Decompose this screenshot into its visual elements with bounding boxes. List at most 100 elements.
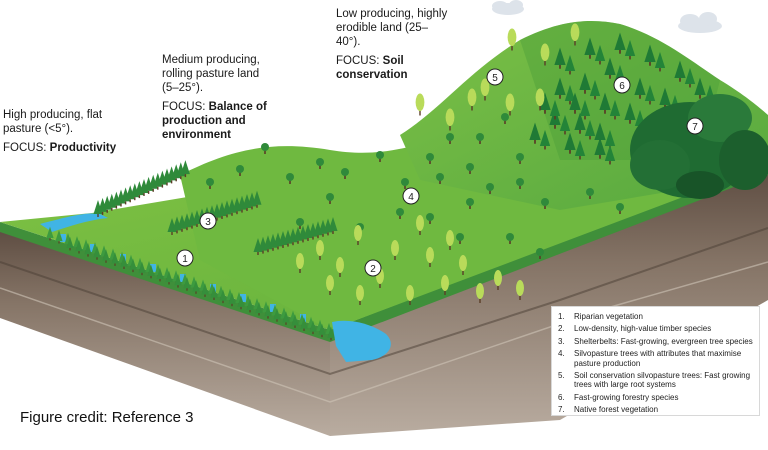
deciduous-tree-icon [261, 143, 269, 154]
conifer-tree-icon [129, 258, 137, 273]
deciduous-tree-icon [436, 173, 444, 184]
timber-tree-icon [415, 93, 425, 116]
conifer-tree-icon [559, 114, 571, 135]
deciduous-tree-icon [486, 183, 494, 194]
conifer-tree-icon [66, 236, 74, 251]
conifer-tree-icon [219, 289, 227, 304]
marker-4: 4 [402, 187, 420, 205]
native-forest [630, 94, 768, 199]
deciduous-tree-icon [206, 178, 214, 189]
timber-tree-icon [480, 78, 490, 101]
conifer-tree-icon [309, 320, 317, 335]
legend-item: 7.Native forest vegetation [558, 405, 659, 415]
conifer-tree-icon [604, 57, 616, 79]
deciduous-tree-icon [466, 163, 474, 174]
deciduous-tree-icon [446, 133, 454, 144]
conifer-tree-icon [93, 246, 101, 260]
conifer-tree-icon [102, 249, 110, 263]
conifer-tree-icon [183, 277, 191, 291]
soil-layer-line [0, 227, 768, 376]
timber-tree-icon [426, 247, 434, 267]
conifer-tree-icon [554, 47, 566, 69]
deciduous-tree-icon [286, 173, 294, 184]
conifer-tree-icon [589, 79, 601, 100]
deciduous-tree-icon [536, 248, 544, 259]
deciduous-tree-icon [376, 151, 384, 162]
svg-text:7: 7 [692, 122, 698, 133]
zone-title: Low producing, highly erodible land (25–… [336, 8, 448, 48]
timber-tree-icon [535, 88, 545, 111]
legend-list: 1.Riparian vegetation 2.Low-density, hig… [558, 312, 753, 415]
timber-tree-icon [441, 275, 449, 295]
timber-tree-icon [467, 88, 477, 111]
deciduous-tree-icon [466, 198, 474, 209]
conifer-tree-icon [569, 92, 581, 114]
conifer-tree-icon [84, 243, 92, 257]
conifer-tree-icon [579, 99, 591, 120]
zone-label-high: High producing, flat pasture (<5°). FOCU… [3, 108, 123, 155]
deciduous-tree-icon [516, 178, 524, 189]
deciduous-tree-icon [426, 153, 434, 164]
timber-tree-icon [296, 253, 304, 273]
conifer-tree-icon [624, 102, 636, 124]
deciduous-tree-icon [316, 158, 324, 169]
timber-tree-icon [459, 255, 467, 275]
conifer-tree-icon [165, 270, 173, 285]
timber-tree-icon [507, 28, 517, 51]
marker-5: 5 [486, 68, 504, 86]
native-tree-icon [630, 140, 690, 190]
timber-tree-icon [336, 257, 344, 277]
timber-tree-icon [476, 283, 484, 303]
marker-3: 3 [199, 212, 217, 230]
conifer-tree-icon [75, 239, 83, 254]
conifer-tree-icon [684, 67, 696, 88]
svg-text:5: 5 [492, 73, 498, 84]
timber-tree-icon [356, 285, 364, 305]
conifer-tree-icon [599, 92, 611, 114]
conifer-tree-icon [174, 274, 182, 288]
deciduous-tree-icon [326, 193, 334, 204]
conifer-tree-icon [327, 326, 335, 341]
conifer-tree-icon [674, 60, 686, 82]
zone-focus: FOCUS: Productivity [3, 142, 117, 154]
native-tree-icon [676, 171, 724, 199]
conifer-tree-icon [180, 160, 190, 178]
timber-tree-icon [505, 93, 515, 116]
legend-item: 3.Shelterbelts: Fast-growing, evergreen … [558, 336, 753, 346]
conifer-tree-icon [282, 311, 290, 325]
conifer-tree-icon [120, 255, 128, 269]
conifer-tree-icon [46, 226, 54, 241]
conifer-tree-icon [549, 99, 561, 120]
conifer-tree-icon [584, 119, 596, 140]
cloud-icon [678, 12, 722, 33]
timber-tree-icon [445, 108, 455, 131]
legend: 1.Riparian vegetation 2.Low-density, hig… [551, 306, 760, 416]
stream [332, 320, 391, 362]
conifer-tree-icon [654, 51, 666, 72]
figure-credit: Figure credit: Reference 3 [20, 409, 194, 426]
conifer-tree-icon [694, 77, 706, 99]
conifer-tree-icon [594, 44, 606, 65]
deciduous-tree-icon [341, 168, 349, 179]
zone-label-medium: Medium producing, rolling pasture land (… [162, 53, 272, 142]
conifer-tree-icon [574, 112, 586, 134]
deciduous-tree-icon [616, 203, 624, 214]
timber-tree-icon [406, 285, 414, 305]
conifer-tree-icon [644, 44, 656, 66]
marker-7: 7 [686, 117, 704, 135]
native-tree-icon [688, 94, 752, 142]
deciduous-tree-icon [426, 213, 434, 224]
native-tree-icon [719, 130, 768, 190]
conifer-tree-icon [111, 252, 119, 266]
deciduous-tree-icon [476, 133, 484, 144]
conifer-tree-icon [529, 122, 541, 144]
conifer-tree-icon [201, 283, 209, 297]
conifer-tree-icon [237, 295, 245, 310]
conifer-tree-icon [564, 54, 576, 75]
deciduous-tree-icon [396, 208, 404, 219]
conifer-tree-icon [138, 261, 146, 276]
zone-label-low: Low producing, highly erodible land (25–… [336, 7, 448, 82]
conifer-tree-icon [574, 139, 586, 160]
legend-item: 6.Fast-growing forestry species [558, 392, 679, 402]
